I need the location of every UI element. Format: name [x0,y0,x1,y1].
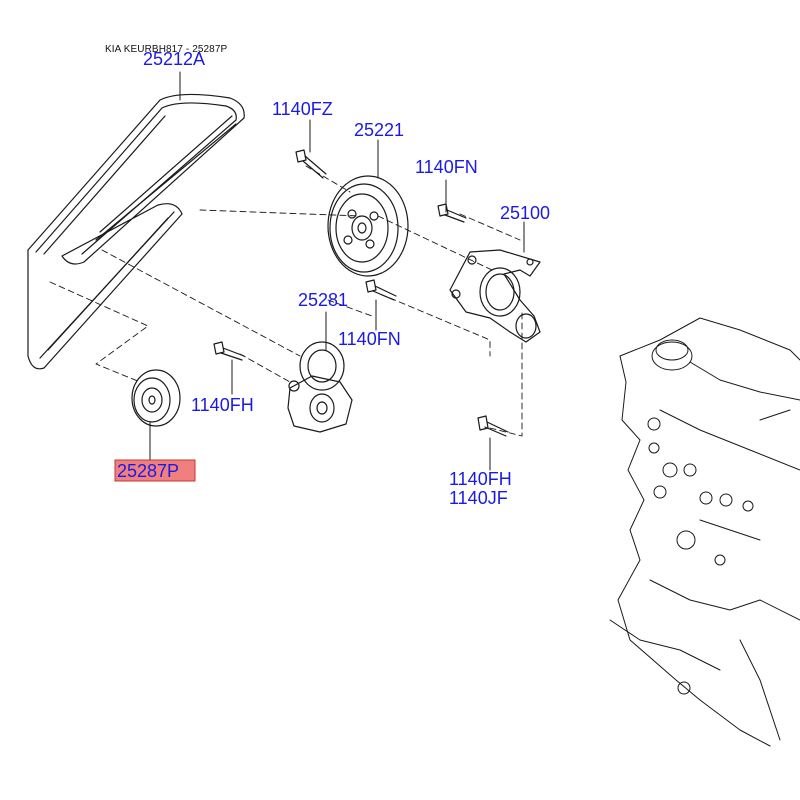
part-label-25221[interactable]: 25221 [354,120,405,140]
part-label-1140FH-left[interactable]: 1140FH [191,395,254,415]
water-pump-pulley-25221 [327,175,409,277]
drive-belt-25212A [27,93,245,370]
reference-lines [49,165,523,437]
bolt-1140FN-upper [437,203,467,223]
idler-pulley-25287P [131,369,181,427]
bolt-1140FZ [295,149,327,179]
bolt-1140FH-left [213,341,245,361]
part-label-1140FN-lower[interactable]: 1140FN [338,329,401,349]
engine-block-outline [609,317,800,747]
part-label-1140FZ[interactable]: 1140FZ [272,99,333,119]
part-label-1140FH-right[interactable]: 1140FH [449,469,512,489]
bolt-1140FN-lower [365,279,397,301]
water-pump-25100 [449,249,541,343]
bolt-1140FH-right [477,415,509,437]
highlight-box-25287P [114,459,196,482]
part-label-25281[interactable]: 25281 [298,290,349,310]
part-label-1140FN-upper[interactable]: 1140FN [415,157,478,177]
part-label-1140JF[interactable]: 1140JF [449,488,508,508]
tensioner-25281 [287,341,353,433]
part-label-25212A[interactable]: 25212A [143,49,206,69]
diagram-reference: KIA KEURBH817 - 25287P [105,44,228,55]
part-label-25100[interactable]: 25100 [500,203,551,223]
part-label-25287P[interactable]: 25287P [117,461,180,481]
